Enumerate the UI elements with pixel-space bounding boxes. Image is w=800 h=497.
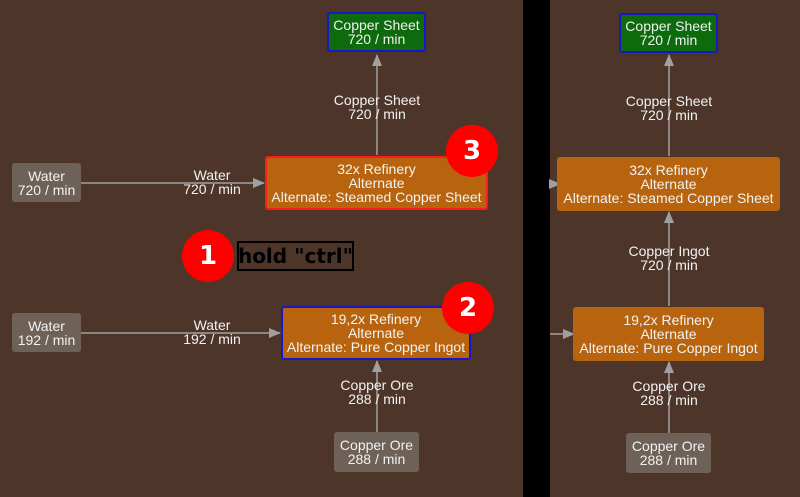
hold-ctrl-hint: hold "ctrl" [237, 241, 354, 271]
edge-label-rate: 288 / min [348, 391, 406, 407]
node-name: Copper Ore [339, 437, 414, 453]
edge-label-name: Water [193, 317, 231, 333]
node-rate: 192 / min [17, 331, 76, 348]
edge-label-rate: 720 / min [640, 257, 698, 273]
node-rate: 288 / min [639, 452, 698, 468]
node-recipe: Alternate: Steamed Copper Sheet [271, 189, 482, 205]
step-badge-2: 2 [442, 282, 494, 334]
edge-label-copper-ore-right: Copper Ore 288 / min [632, 379, 705, 407]
step-badge-3: 3 [446, 125, 498, 177]
node-rate: 720 / min [639, 32, 698, 48]
node-count: 19,2x Refinery [623, 312, 714, 328]
edge-label-name: Water [193, 167, 231, 183]
node-copper-ore-left[interactable]: Copper Ore 288 / min [334, 432, 419, 472]
edge-label-rate: 288 / min [640, 392, 698, 408]
edge-label-copper-ore-left: Copper Ore 288 / min [340, 378, 413, 406]
node-water-bottom[interactable]: Water 192 / min [12, 313, 81, 352]
edge-label-water-top: Water 720 / min [183, 168, 241, 196]
edge-label-copper-sheet-left: Copper Sheet 720 / min [334, 93, 420, 121]
node-rate: 720 / min [347, 31, 406, 47]
edge-label-name: Copper Sheet [625, 93, 713, 109]
edge-label-name: Copper Sheet [333, 92, 421, 108]
node-name: Copper Sheet [333, 17, 420, 33]
node-recipe: Alternate: Pure Copper Ingot [286, 339, 466, 355]
node-refinery-pure-ingot-right[interactable]: 19,2x Refinery Alternate Alternate: Pure… [573, 307, 764, 361]
step-badge-1: 1 [182, 230, 234, 282]
node-variant: Alternate [348, 175, 405, 191]
edge-label-water-bottom: Water 192 / min [183, 318, 241, 346]
node-refinery-pure-ingot-left[interactable]: 19,2x Refinery Alternate Alternate: Pure… [281, 306, 471, 360]
edge-label-copper-ingot-right: Copper Ingot 720 / min [629, 244, 710, 272]
node-water-top[interactable]: Water 720 / min [12, 163, 81, 202]
node-copper-ore-right[interactable]: Copper Ore 288 / min [626, 433, 711, 473]
node-name: Copper Ore [631, 438, 706, 454]
edge-label-rate: 192 / min [183, 331, 241, 347]
node-copper-sheet-output-left[interactable]: Copper Sheet 720 / min [327, 12, 426, 52]
node-count: 32x Refinery [629, 162, 708, 178]
node-rate: 720 / min [17, 181, 76, 198]
edge-label-name: Copper Ore [632, 378, 706, 394]
node-rate: 288 / min [347, 451, 406, 467]
node-recipe: Alternate: Pure Copper Ingot [579, 340, 758, 356]
panel-divider [523, 0, 550, 497]
edge-label-name: Copper Ore [340, 377, 414, 393]
node-count: 19,2x Refinery [330, 311, 422, 327]
node-variant: Alternate [640, 176, 697, 192]
edge-label-rate: 720 / min [640, 107, 698, 123]
edge-label-rate: 720 / min [183, 181, 241, 197]
node-variant: Alternate [347, 325, 405, 341]
edge-label-copper-sheet-right: Copper Sheet 720 / min [626, 94, 712, 122]
node-name: Water [28, 167, 65, 184]
node-copper-sheet-output-right[interactable]: Copper Sheet 720 / min [619, 13, 718, 53]
edge-label-name: Copper Ingot [628, 243, 710, 259]
node-variant: Alternate [640, 326, 697, 342]
node-recipe: Alternate: Steamed Copper Sheet [563, 190, 774, 206]
left-graph-panel[interactable] [0, 0, 523, 497]
node-name: Copper Sheet [625, 18, 712, 34]
edge-label-rate: 720 / min [348, 106, 406, 122]
right-graph-panel[interactable] [550, 0, 800, 497]
node-refinery-steamed-sheet-right[interactable]: 32x Refinery Alternate Alternate: Steame… [557, 157, 780, 211]
node-name: Water [28, 317, 65, 334]
node-count: 32x Refinery [337, 161, 416, 177]
